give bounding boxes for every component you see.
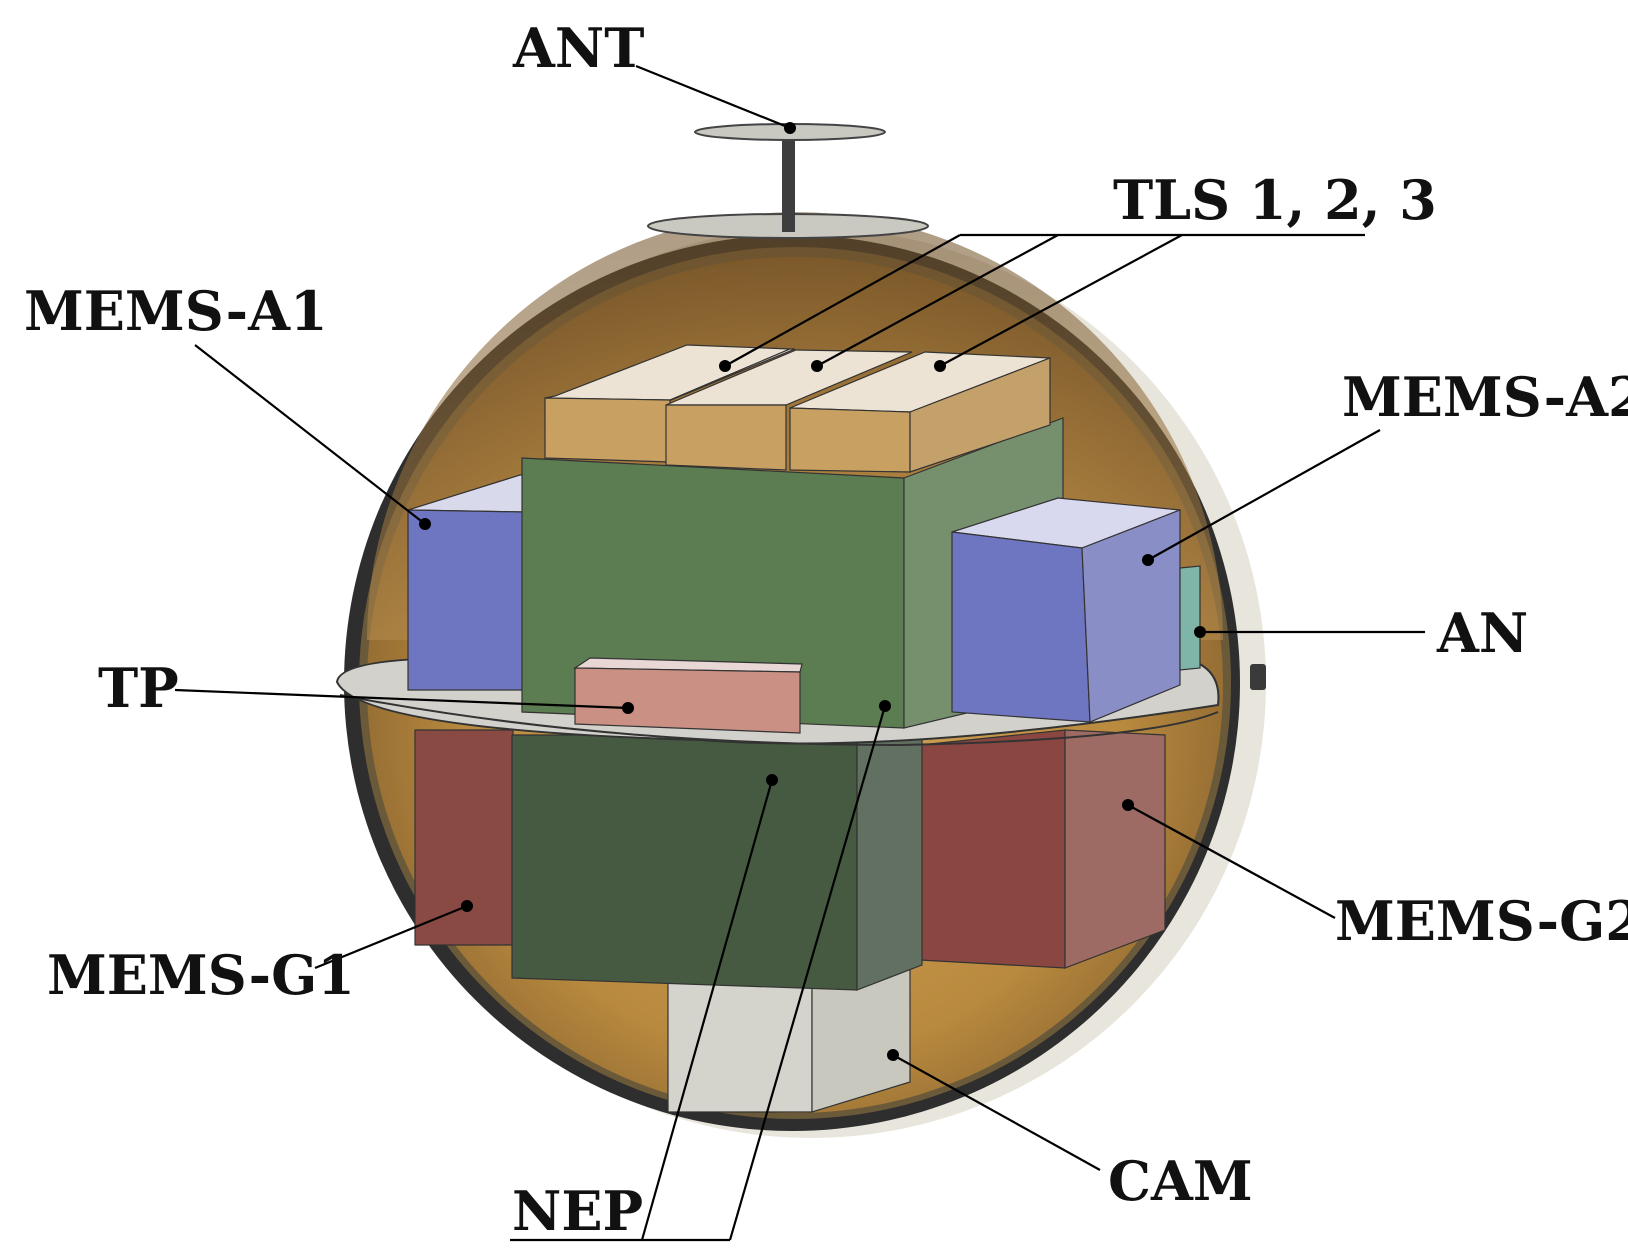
tls2-leader [816,234,1059,367]
nep-leader-1 [640,779,774,1241]
mems-a1-dot [419,518,431,530]
mems-a2-block [951,497,1181,723]
tls2-dot [811,360,823,372]
ant-leader [635,64,791,130]
label-mems-a1: MEMS-A1 [24,279,328,343]
label-nep: NEP [512,1179,643,1243]
mems-a1-leader [194,344,426,525]
tls3-dot [934,360,946,372]
cam-leader [892,1054,1101,1171]
label-mems-g1: MEMS-G1 [47,943,355,1007]
nep-leader-2 [728,705,887,1241]
label-mems-a2: MEMS-A2 [1342,365,1628,429]
mems-g1-dot [461,900,473,912]
label-cam: CAM [1108,1149,1253,1213]
leader-lines [174,64,1425,1242]
mems-g1-leader [314,904,468,970]
label-tls: TLS 1, 2, 3 [1113,168,1437,232]
tls-blocks [544,344,1051,473]
labels: ANT TLS 1, 2, 3 MEMS-A1 MEMS-A2 AN TP ME… [24,16,1628,1243]
mems-a2-dot [1142,554,1154,566]
tp-dot [622,702,634,714]
label-tp: TP [98,656,179,720]
tp-leader [174,688,629,710]
mems-g2-block [919,729,1166,969]
mems-a2-leader [1147,429,1381,561]
label-mems-g2: MEMS-G2 [1335,889,1628,953]
nep-dot-2 [879,700,891,712]
ant-dot [784,122,796,134]
tls3-leader [939,234,1183,367]
antenna [647,123,929,239]
nep-dot-1 [766,774,778,786]
mems-g2-dot [1122,799,1134,811]
cam-dot [887,1049,899,1061]
nep-lower-block [511,729,923,991]
tls1-leader [724,234,961,367]
tls1-dot [719,360,731,372]
tp-block [573,657,803,734]
label-ant: ANT [512,16,644,80]
label-an: AN [1436,601,1528,665]
mems-g2-leader [1127,804,1336,919]
an-block [1179,565,1201,671]
an-dot [1194,626,1206,638]
mems-a1-block [407,474,526,691]
mems-g1-block [414,729,514,946]
